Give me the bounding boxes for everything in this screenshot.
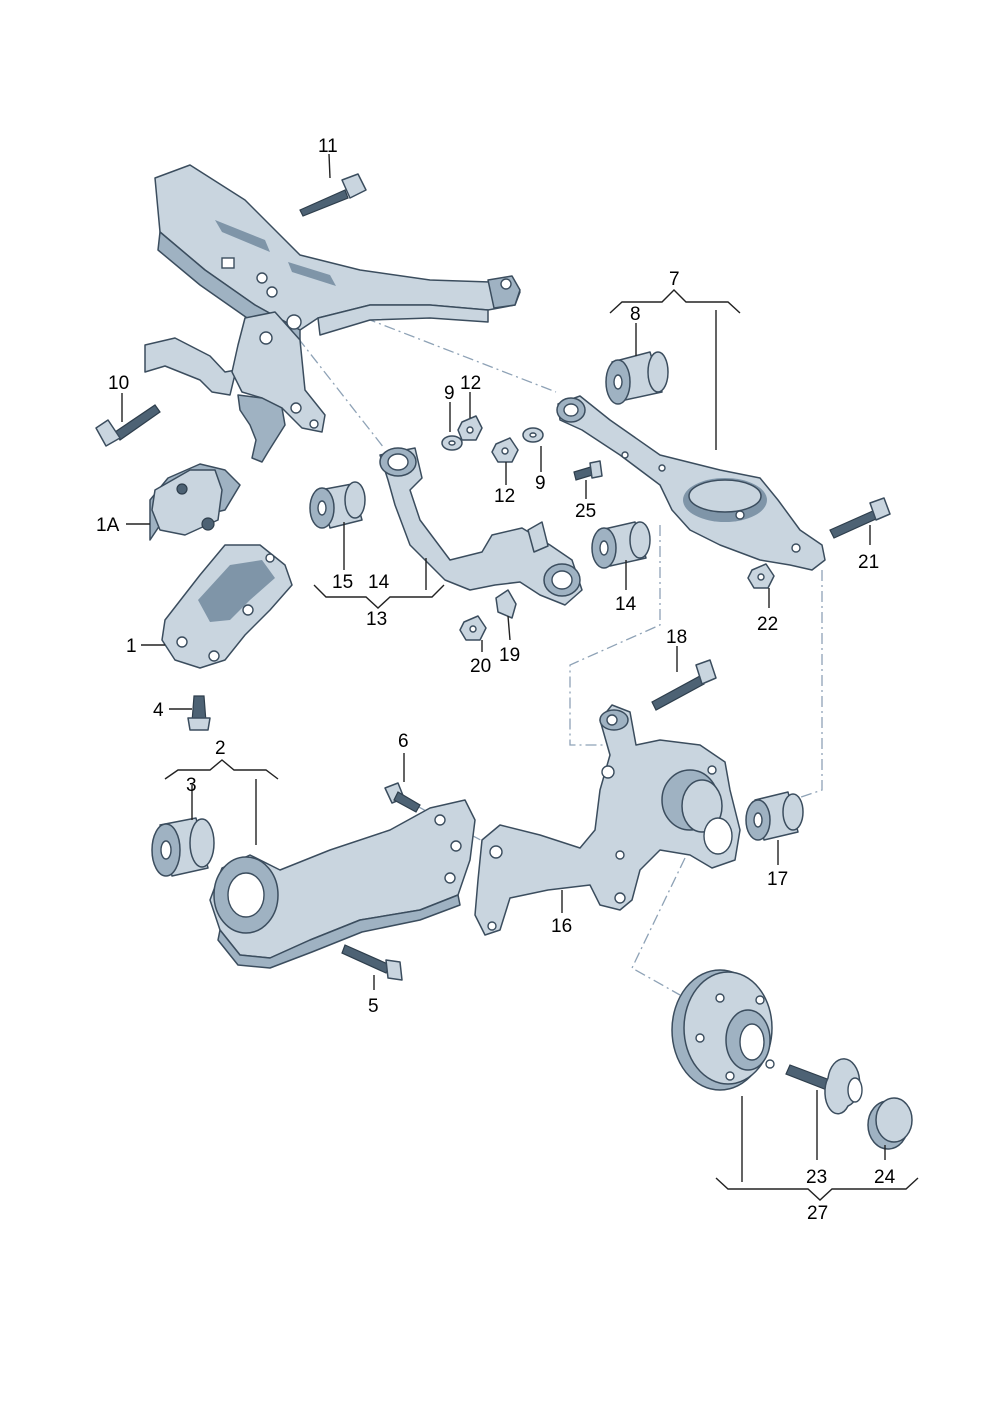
upper-control-arm-13	[379, 447, 583, 606]
label-23: 23	[806, 1167, 827, 1188]
label-17: 17	[767, 869, 788, 890]
label-14-left: 14	[368, 572, 390, 593]
subframe-crossmember	[144, 164, 521, 463]
bolt-23	[785, 1058, 863, 1115]
label-8: 8	[630, 304, 641, 325]
bolt-21	[829, 497, 891, 539]
bolt-18	[651, 659, 717, 711]
label-15: 15	[332, 572, 353, 593]
bolt-11	[299, 173, 367, 217]
bushing-14-right	[591, 521, 651, 569]
label-18: 18	[666, 627, 687, 648]
bolt-5	[341, 944, 403, 981]
bushing-8	[605, 351, 669, 405]
part-labels: 11 10 1A 1 4 9 12 12 9 25 7 8 15 14 13 1…	[96, 136, 896, 1224]
bushing-15	[309, 481, 366, 529]
label-9-right: 9	[535, 473, 546, 494]
dust-cap-24	[867, 1097, 913, 1150]
assembly-dash-lines	[297, 317, 823, 996]
lower-control-arm-7	[556, 395, 826, 571]
label-7: 7	[669, 269, 680, 290]
label-5: 5	[368, 996, 379, 1017]
label-27: 27	[807, 1203, 828, 1224]
label-13: 13	[366, 609, 387, 630]
bolt-25	[573, 460, 603, 481]
label-4: 4	[153, 700, 164, 721]
label-12-upper: 12	[460, 373, 481, 394]
label-25: 25	[575, 501, 596, 522]
label-9-left: 9	[444, 383, 455, 404]
label-20: 20	[470, 656, 491, 677]
label-1: 1	[126, 636, 137, 657]
trailing-arm-2	[209, 799, 476, 969]
wheel-hub-27	[671, 969, 775, 1091]
label-6: 6	[398, 731, 409, 752]
leader-lines	[121, 153, 919, 1201]
label-14-right: 14	[615, 594, 637, 615]
nut-12-lower	[491, 437, 519, 463]
wheel-bearing-housing-16	[474, 704, 741, 936]
washer-9-left	[441, 435, 463, 451]
label-16: 16	[551, 916, 572, 937]
nut-12-upper	[457, 415, 483, 441]
bolt-4	[187, 695, 211, 731]
label-21: 21	[858, 552, 879, 573]
bushing-3	[151, 817, 215, 877]
nut-22	[747, 563, 775, 589]
bracket-1	[161, 544, 293, 669]
nut-20	[459, 615, 487, 641]
label-12-lower: 12	[494, 486, 515, 507]
bolt-6	[384, 782, 421, 813]
rubber-mount-1A	[149, 463, 241, 541]
label-2: 2	[215, 738, 226, 759]
label-3: 3	[186, 775, 197, 796]
label-19: 19	[499, 645, 520, 666]
label-10: 10	[108, 373, 129, 394]
label-22: 22	[757, 614, 778, 635]
label-1A: 1A	[96, 515, 120, 536]
label-11: 11	[318, 136, 338, 157]
bracket-19	[495, 589, 517, 619]
label-24: 24	[874, 1167, 896, 1188]
bushing-17	[745, 791, 804, 841]
washer-9-right	[522, 427, 544, 443]
bolt-10	[95, 404, 161, 447]
